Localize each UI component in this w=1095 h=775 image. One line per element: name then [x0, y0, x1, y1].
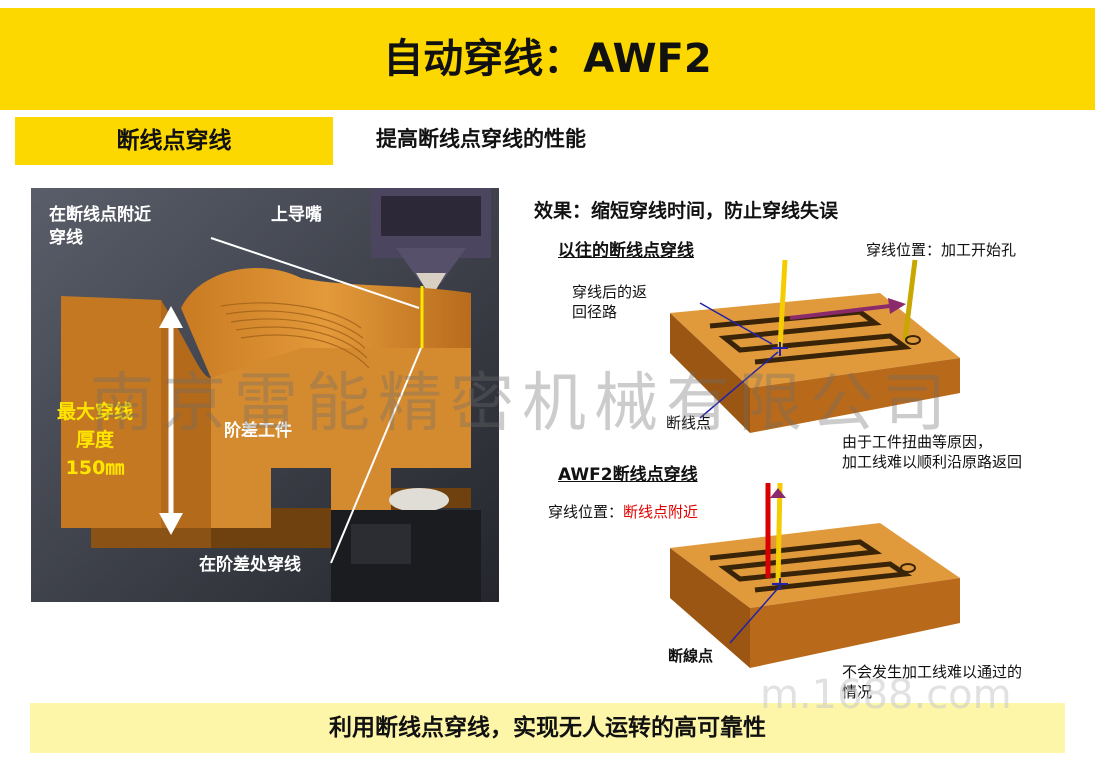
label-line: 回径路	[572, 303, 618, 321]
label-line: 不会发生加工线难以通过的	[842, 663, 1023, 681]
label-line: 穿线	[49, 228, 83, 248]
label-line: 情况	[842, 683, 873, 701]
pointer-line-2	[330, 347, 422, 564]
label-line: 最大穿线	[56, 401, 133, 423]
company-watermark: 南京雷能精密机械有限公司	[90, 367, 954, 441]
old-return-path-label: 穿线后的返 回径路	[572, 282, 647, 322]
photo-label-max-thickness: 最大穿线 厚度 150㎜	[53, 398, 137, 482]
label-line: 150㎜	[65, 457, 125, 479]
old-thread-position: 穿线位置：加工开始孔	[866, 241, 1017, 259]
step-workpiece	[61, 268, 471, 548]
label-line: 在断线点附近	[49, 205, 151, 225]
label-line: 厚度	[75, 429, 114, 451]
photo-label-upper-nozzle: 上导嘴	[271, 205, 322, 225]
old-method-diagram	[660, 248, 980, 448]
new-thread-position: 穿线位置：断线点附近	[548, 502, 698, 522]
footer-text: 利用断线点穿线，实现无人运转的高可靠性	[329, 715, 766, 741]
old-break-point-label: 断线点	[666, 414, 712, 432]
footer-bar	[30, 703, 1065, 753]
new-result-label: 不会发生加工线难以通过的 情况	[842, 662, 1022, 702]
label-line: 加工线难以顺利沿原路返回	[842, 453, 1023, 471]
label-line: 由于工件扭曲等原因，	[842, 433, 993, 451]
photo-label-thread-at-step: 在阶差处穿线	[199, 555, 301, 575]
machine-illustration	[31, 188, 499, 602]
slide-title: 自动穿线：AWF2	[383, 36, 712, 82]
new-method-heading: AWF2断线点穿线	[558, 465, 698, 485]
section-tag-background	[15, 117, 333, 165]
thread-position-value: 断线点附近	[623, 503, 699, 521]
section-tag: 断线点穿线	[116, 128, 232, 154]
site-watermark: m.1688.com	[760, 672, 1012, 718]
section-subtitle: 提高断线点穿线的性能	[376, 127, 586, 151]
label-line: 穿线后的返	[572, 283, 648, 301]
pointer-line-1	[210, 237, 420, 309]
photo-label-step-workpiece: 阶差工件	[224, 421, 292, 441]
lower-nozzle	[331, 488, 481, 602]
thread-position-label: 穿线位置：	[548, 503, 624, 521]
thickness-arrow	[159, 306, 183, 535]
machine-photo: 在断线点附近 穿线 上导嘴 最大穿线 厚度 150㎜ 阶差工件 在阶差处穿线	[31, 188, 499, 602]
photo-label-threading-near-break: 在断线点附近 穿线	[49, 204, 151, 250]
title-bar	[0, 8, 1095, 110]
new-break-point-label: 断線点	[668, 647, 714, 665]
upper-nozzle	[371, 188, 491, 293]
effect-text: 效果：缩短穿线时间，防止穿线失误	[534, 200, 839, 222]
old-method-heading: 以往的断线点穿线	[558, 241, 694, 261]
old-reason-label: 由于工件扭曲等原因， 加工线难以顺利沿原路返回	[842, 432, 1022, 472]
new-method-diagram	[660, 478, 980, 678]
